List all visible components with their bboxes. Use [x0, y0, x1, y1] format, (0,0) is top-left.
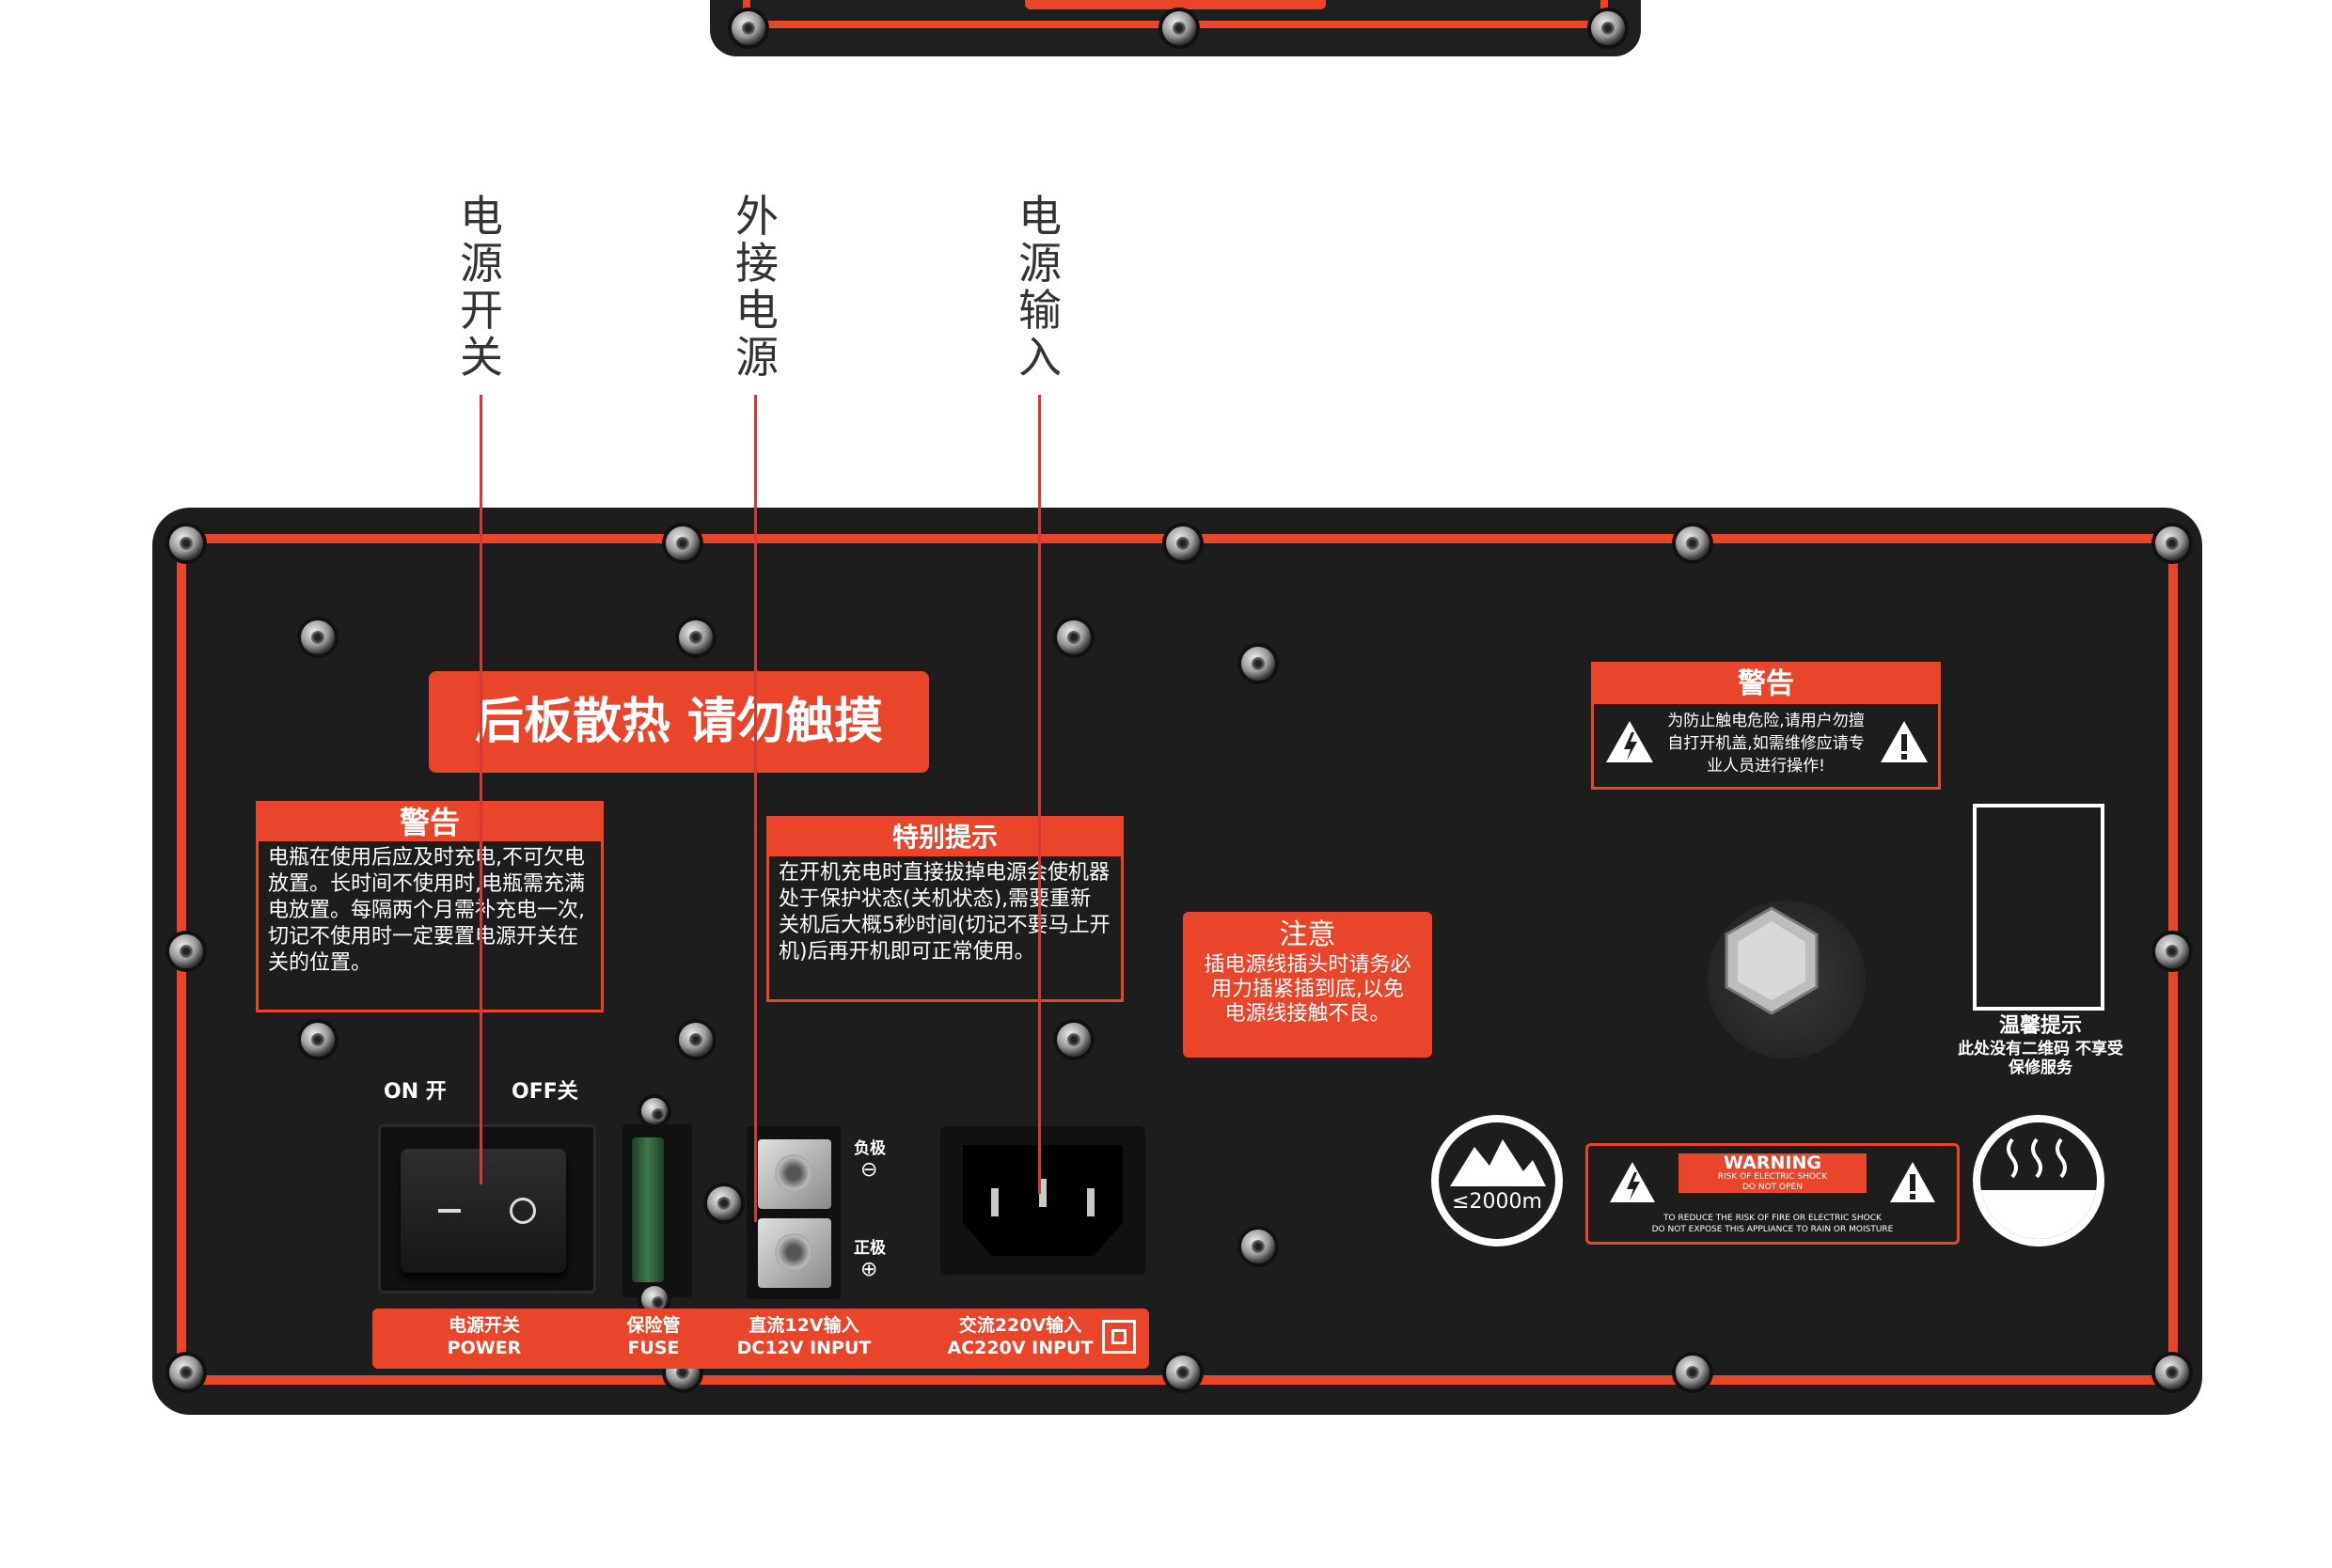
screw [1676, 526, 1710, 560]
caution-title: 注意 [1279, 918, 1336, 951]
altitude-icon: ≤2000m [1431, 1115, 1563, 1247]
screw [1676, 1356, 1710, 1389]
battery-warning-text: 电瓶在使用后应及时充电,不可欠电放置。长时间不使用时,电瓶需充满电放置。每隔两个… [268, 846, 585, 975]
fuse-label-en: FUSE [627, 1338, 680, 1358]
screw [1241, 647, 1275, 681]
switch-off-mark [510, 1198, 536, 1224]
leader-line-power-switch [480, 395, 482, 1184]
battery-warning-title: 警告 [259, 804, 601, 841]
screw [169, 526, 203, 560]
warning-en-label: WARNING RISK OF ELECTRIC SHOCK DO NOT OP… [1585, 1143, 1960, 1245]
minus-icon: ⊖ [860, 1158, 878, 1182]
warning-en-header: WARNING RISK OF ELECTRIC SHOCK DO NOT OP… [1678, 1153, 1867, 1193]
terminal-positive-label: 正极 [854, 1239, 886, 1258]
ground-bolt-icon [1725, 906, 1819, 1015]
screw [707, 1186, 741, 1220]
special-notice-label: 特别提示 在开机充电时直接拔掉电源会使机器处于保护状态(关机状态),需要重新关机… [766, 816, 1124, 1002]
screw [1057, 1023, 1091, 1057]
screw [732, 11, 765, 45]
dc-label-en: DC12V INPUT [736, 1338, 872, 1358]
power-label-en: POWER [447, 1338, 522, 1358]
warning-en-line3: TO REDUCE THE RISK OF FIRE OR ELECTRIC S… [1663, 1214, 1882, 1223]
caution-label: 注意 插电源线插头时请务必用力插紧插到底,以免电源线接触不良。 [1183, 912, 1432, 1058]
fuse-label-cn: 保险管 [626, 1315, 681, 1336]
warning-triangle-icon [1606, 721, 1653, 762]
shock-warning-text: 为防止触电危险,请用户勿擅自打开机盖,如需维修应请专业人员进行操作! [1667, 712, 1865, 776]
ac-label-cn: 交流220V输入 [958, 1315, 1082, 1336]
sticker-title: 温馨提示 [1998, 1014, 2082, 1038]
screw [666, 526, 700, 560]
warning-en-line2: DO NOT OPEN [1742, 1183, 1803, 1192]
ac-label-en: AC220V INPUT [947, 1338, 1094, 1358]
screw [679, 1023, 713, 1057]
screw [641, 1098, 668, 1124]
screw [2155, 934, 2189, 968]
screw [301, 1023, 335, 1057]
screw [1591, 11, 1625, 45]
switch-on-label: ON 开 [384, 1080, 447, 1104]
screw [1166, 526, 1200, 560]
altitude-label: ≤2000m [1452, 1190, 1542, 1214]
fuse-holder[interactable] [622, 1124, 692, 1297]
exclamation-triangle-icon [1890, 1162, 1935, 1202]
double-insulation-icon [1102, 1320, 1136, 1354]
power-label-cn: 电源开关 [448, 1315, 520, 1336]
upper-panel-tab [1025, 0, 1326, 9]
warning-en-title: WARNING [1724, 1152, 1821, 1173]
screw [679, 620, 713, 654]
warning-en-line1: RISK OF ELECTRIC SHOCK [1717, 1172, 1828, 1182]
caution-text: 插电源线插头时请务必用力插紧插到底,以免电源线接触不良。 [1204, 953, 1411, 1026]
screw [169, 934, 203, 968]
shock-triangle-icon [1610, 1162, 1655, 1202]
screw [169, 1356, 203, 1389]
switch-on-mark [438, 1209, 461, 1213]
shock-warning-title: 警告 [1594, 665, 1938, 704]
fuse-glass [632, 1137, 664, 1282]
leader-line-power-input [1038, 395, 1041, 1194]
plus-icon: ⊕ [860, 1258, 878, 1281]
port-label-strip [372, 1309, 1149, 1369]
sticker-text: 此处没有二维码 不享受保修服务 [1958, 1040, 2123, 1077]
ac-inlet-socket[interactable] [963, 1145, 1123, 1256]
dc-terminal-positive[interactable] [758, 1218, 831, 1288]
screw [1241, 1230, 1275, 1263]
leader-line-external-power [754, 395, 757, 1222]
screw [2155, 526, 2189, 560]
screw [2155, 1356, 2189, 1389]
callout-power-switch: 电源开关 [460, 191, 503, 383]
screw [301, 620, 335, 654]
terminal-negative-label: 负极 [854, 1139, 886, 1158]
dc-terminal-negative[interactable] [758, 1139, 831, 1209]
screw [1057, 620, 1091, 654]
warning-en-line4: DO NOT EXPOSE THIS APPLIANCE TO RAIN OR … [1651, 1225, 1894, 1234]
caution-triangle-icon [1881, 721, 1928, 762]
special-notice-title: 特别提示 [769, 819, 1121, 856]
special-notice-text: 在开机充电时直接拔掉电源会使机器处于保护状态(关机状态),需要重新关机后大概5秒… [779, 861, 1111, 964]
screw [1166, 1356, 1200, 1389]
power-rocker-switch[interactable] [401, 1149, 566, 1273]
callout-power-input: 电源输入 [1018, 191, 1062, 383]
dc-label-cn: 直流12V输入 [748, 1315, 859, 1336]
battery-warning-label: 警告 电瓶在使用后应及时充电,不可欠电放置。长时间不使用时,电瓶需充满电放置。每… [256, 801, 604, 1012]
screw [1162, 11, 1196, 45]
shock-warning-label: 警告 为防止触电危险,请用户勿擅自打开机盖,如需维修应请专业人员进行操作! [1591, 662, 1941, 790]
callout-external-power: 外接电源 [735, 191, 779, 383]
screw [641, 1286, 668, 1312]
heat-warning-label: 后板散热 请勿触摸 [429, 671, 929, 773]
qr-sticker-frame [1973, 804, 2104, 1011]
indoor-use-icon [1973, 1115, 2104, 1247]
switch-off-label: OFF关 [512, 1080, 578, 1104]
